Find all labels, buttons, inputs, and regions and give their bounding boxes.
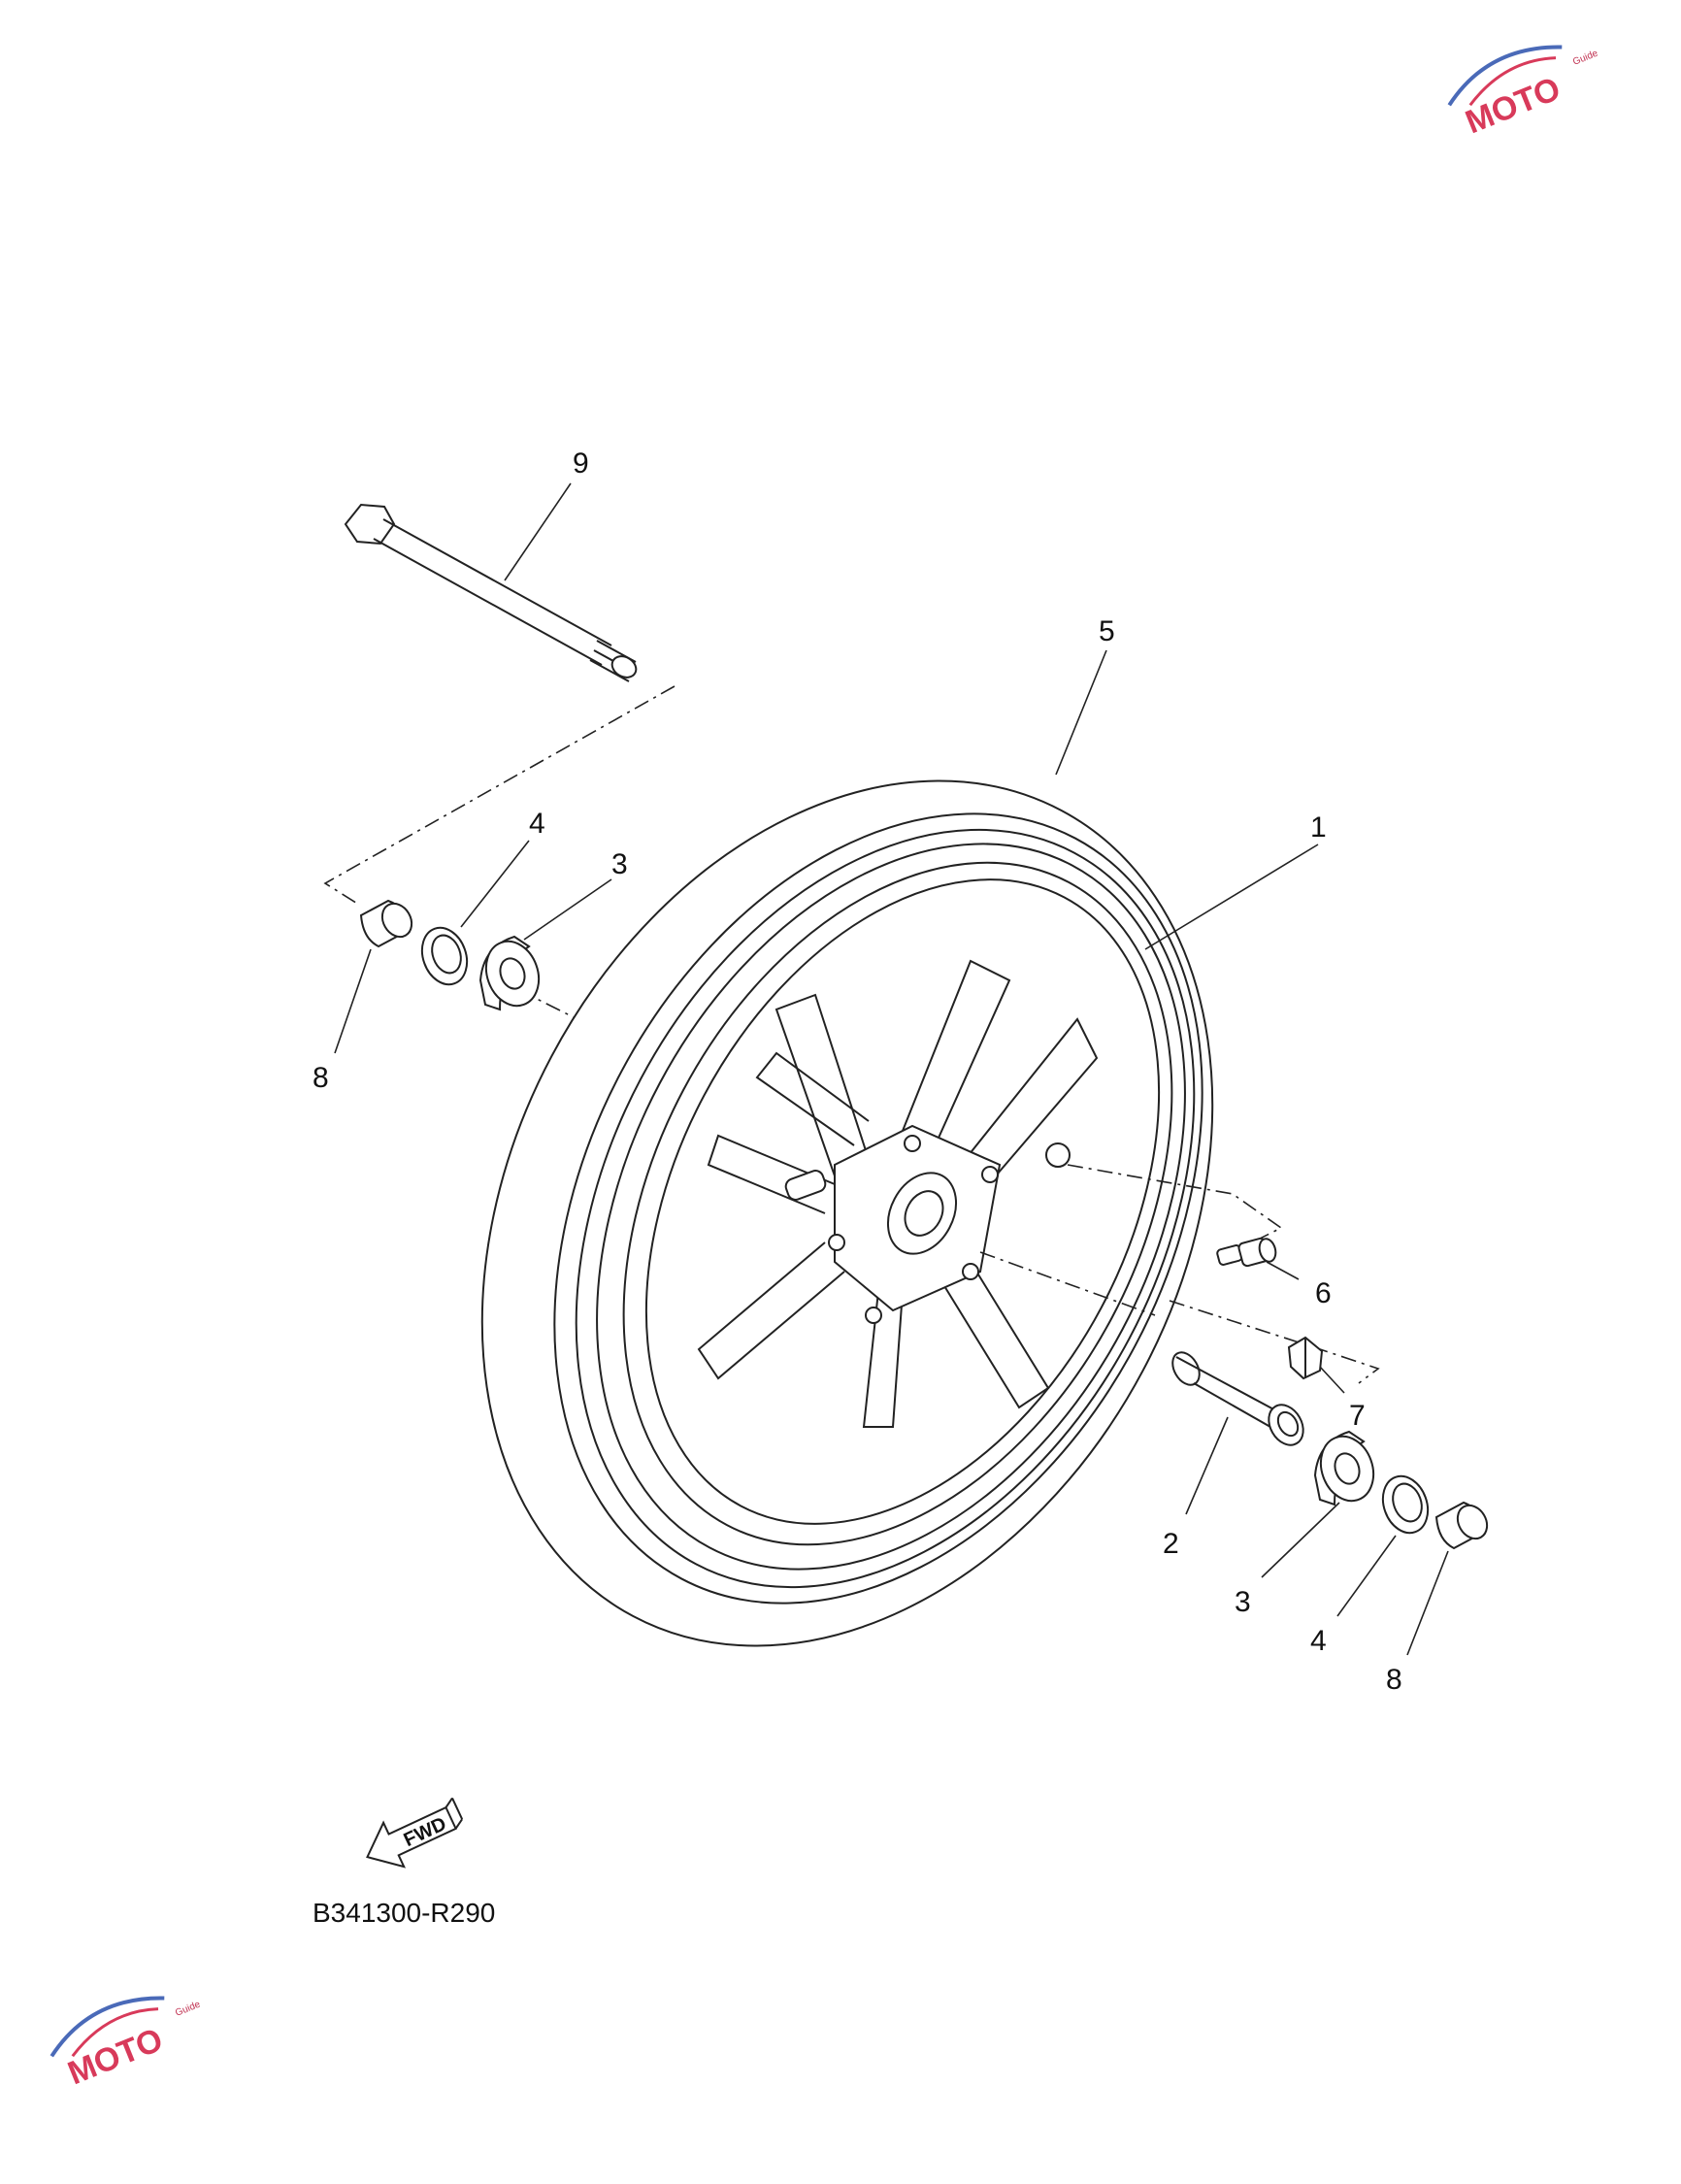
callout-2: 2 [1163,1528,1179,1560]
tire-valve [1216,1237,1277,1268]
callout-5: 5 [1099,615,1115,647]
watermark-subtext: Guide [1571,48,1599,67]
axle-center-line-right [979,1251,1380,1384]
valve-center-line [1067,1164,1283,1243]
collar-right [1434,1501,1489,1550]
wheel-spokes [697,959,1099,1428]
watermark-text: MOTO [63,2021,168,2092]
callout-6: 6 [1315,1277,1332,1309]
bearing-left [478,935,541,1011]
watermark-logo-top: MOTO Guide [1447,45,1599,141]
wheel-hub [784,1124,1002,1324]
callout-4-left: 4 [529,808,545,840]
callout-3-left: 3 [611,848,628,880]
valve-hole [1045,1142,1071,1168]
callout-3-right: 3 [1235,1586,1251,1618]
callout-1: 1 [1310,811,1327,844]
watermark-text: MOTO [1461,70,1566,141]
forward-direction-arrow: FWD [366,1797,464,1869]
watermark-subtext: Guide [174,1999,202,2018]
diagram-code: B341300-R290 [313,1898,495,1928]
callout-8-left: 8 [313,1062,329,1094]
axle-bolt [344,503,638,682]
callout-9: 9 [573,447,589,480]
balance-weight [1287,1336,1324,1380]
wheel-rim [575,828,1196,1589]
callout-7: 7 [1349,1400,1366,1432]
collar-left [359,899,413,948]
bearing-right [1313,1430,1375,1506]
oil-seal-left [420,926,469,986]
oil-seal-right [1381,1474,1430,1535]
callout-4-right: 4 [1310,1625,1327,1657]
watermark-logo-bottom: MOTO Guide [49,1996,202,2092]
spacer [1171,1351,1304,1446]
callout-8-right: 8 [1386,1664,1402,1696]
